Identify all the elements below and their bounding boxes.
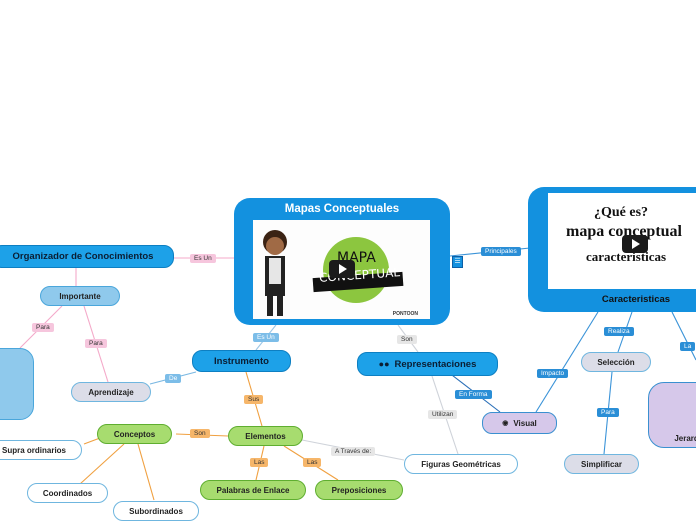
link-es-un-down: Es Un xyxy=(253,333,279,342)
brand-text: PONTOON xyxy=(393,311,419,317)
node-preposiciones[interactable]: Preposiciones xyxy=(315,480,403,500)
video-line3: caracteristicas xyxy=(586,249,667,264)
node-jerarquia[interactable]: Jerarqu xyxy=(648,382,696,448)
node-instrumento[interactable]: Instrumento xyxy=(192,350,291,372)
caracteristicas-card[interactable]: ¿Qué es? mapa conceptual caracteristicas… xyxy=(528,187,696,312)
link-son-left: Son xyxy=(190,429,210,438)
play-icon[interactable] xyxy=(622,235,648,253)
teacher-illustration: PONTOON xyxy=(263,230,419,317)
main-video-thumbnail[interactable]: PONTOON MAPA CONCEPTUAL xyxy=(253,220,430,319)
node-representaciones[interactable]: ●● Representaciones xyxy=(357,352,498,376)
video-line1: ¿Qué es? xyxy=(594,205,649,220)
link-impacto: Impacto xyxy=(537,369,569,378)
node-visual[interactable]: ◉ Visual xyxy=(482,412,557,434)
link-realiza: Realiza xyxy=(604,327,634,336)
link-son-down: Son xyxy=(397,335,417,344)
eyes-icon: ●● xyxy=(378,359,390,369)
link-principales: Principales xyxy=(481,247,521,256)
link-es-un-left: Es Un xyxy=(190,254,216,263)
note-icon[interactable]: ☰ xyxy=(452,256,463,268)
node-visual-label: Visual xyxy=(513,418,537,428)
link-las-2: Las xyxy=(303,458,322,467)
node-figuras[interactable]: Figuras Geométricas xyxy=(404,454,518,474)
link-para-1: Para xyxy=(32,323,54,332)
play-icon[interactable] xyxy=(329,260,355,278)
node-elementos[interactable]: Elementos xyxy=(228,426,303,446)
node-aprendizaje[interactable]: Aprendizaje xyxy=(71,382,151,402)
link-de: De xyxy=(165,374,182,383)
node-supra[interactable]: Supra ordinarios xyxy=(0,440,82,460)
node-subordinados[interactable]: Subordinados xyxy=(113,501,199,521)
node-jerarquia-label: Jerarqu xyxy=(674,434,696,443)
node-representaciones-label: Representaciones xyxy=(394,358,477,370)
link-en-forma: En Forma xyxy=(455,390,492,399)
node-partial-left[interactable] xyxy=(0,348,34,420)
node-importante[interactable]: Importante xyxy=(40,286,120,306)
link-las-1: Las xyxy=(250,458,269,467)
link-utilizan: Utilizan xyxy=(428,410,458,419)
node-palabras[interactable]: Palabras de Enlace xyxy=(200,480,306,500)
link-a-traves: A Través de: xyxy=(331,447,376,456)
node-seleccion[interactable]: Selección xyxy=(581,352,651,372)
link-para-2: Para xyxy=(85,339,107,348)
node-organizador[interactable]: Organizador de Conocimientos xyxy=(0,245,174,268)
link-sus: Sus xyxy=(244,395,264,404)
eye-icon: ◉ xyxy=(502,420,509,427)
node-coordinados[interactable]: Coordinados xyxy=(27,483,108,503)
node-simplificar[interactable]: Simplificar xyxy=(564,454,639,474)
link-la: La xyxy=(680,342,696,351)
link-para-3: Para xyxy=(597,408,619,417)
caracteristicas-title: Caracteristicas xyxy=(601,294,671,305)
node-conceptos[interactable]: Conceptos xyxy=(97,424,172,444)
main-topic-title: Mapas Conceptuales xyxy=(284,203,400,215)
caracteristicas-video-thumbnail[interactable]: ¿Qué es? mapa conceptual caracteristicas xyxy=(548,193,696,289)
main-topic-card[interactable]: Mapas Conceptuales PONTOON MAPA CONCEPTU… xyxy=(234,198,463,325)
video-line2: mapa conceptual xyxy=(566,223,682,240)
